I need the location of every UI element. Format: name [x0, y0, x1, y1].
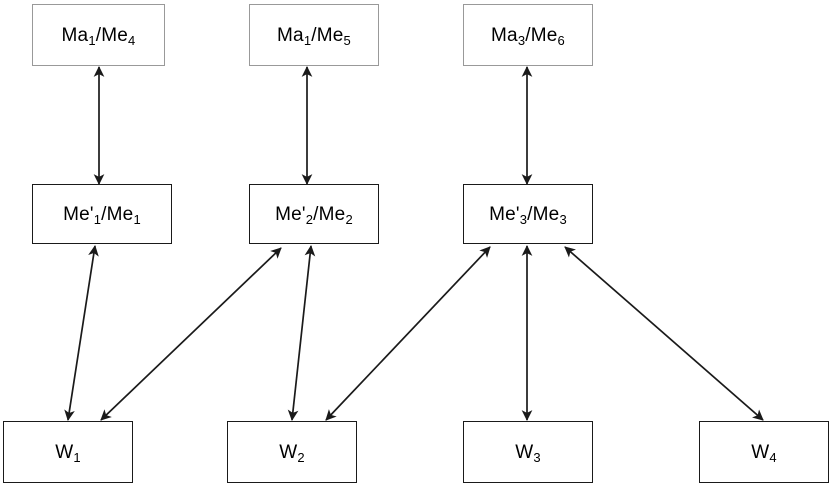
node-mep2me2[interactable]: Me'2/Me2 — [249, 184, 379, 244]
node-label-w1: W1 — [55, 441, 81, 465]
node-label-mep1me1: Me'1/Me1 — [63, 203, 141, 227]
node-mep3me3[interactable]: Me'3/Me3 — [463, 184, 593, 244]
node-label-ma3me6: Ma3/Me6 — [491, 24, 565, 48]
node-ma1me5[interactable]: Ma1/Me5 — [249, 4, 379, 66]
edge-w1-to-mep2me2 — [100, 247, 282, 421]
node-label-w2: W2 — [279, 441, 305, 465]
edge-w2-to-mep3me3 — [325, 246, 491, 421]
node-label-ma1me5: Ma1/Me5 — [277, 24, 351, 48]
node-label-w4: W4 — [751, 441, 777, 465]
node-w2[interactable]: W2 — [227, 421, 357, 483]
node-ma1me4[interactable]: Ma1/Me4 — [32, 4, 165, 66]
node-label-ma1me4: Ma1/Me4 — [61, 24, 136, 48]
node-w1[interactable]: W1 — [3, 421, 133, 483]
node-label-mep2me2: Me'2/Me2 — [275, 203, 353, 227]
node-label-w3: W3 — [515, 441, 541, 465]
node-ma3me6[interactable]: Ma3/Me6 — [463, 4, 593, 66]
edge-w1-to-mep1me1 — [64, 245, 99, 421]
edge-w4-to-mep3me3 — [564, 246, 764, 421]
node-mep1me1[interactable]: Me'1/Me1 — [32, 184, 172, 244]
node-label-mep3me3: Me'3/Me3 — [489, 203, 567, 227]
node-w3[interactable]: W3 — [463, 421, 593, 483]
edge-w2-to-mep2me2 — [287, 245, 316, 421]
node-w4[interactable]: W4 — [699, 421, 829, 483]
